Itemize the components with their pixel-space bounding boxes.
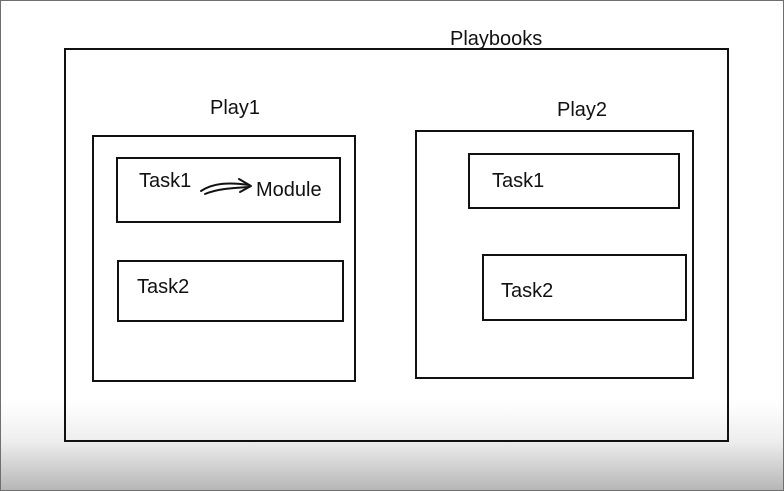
- play1-task2-box: [117, 260, 344, 322]
- play1-title: Play1: [210, 97, 261, 119]
- play2-task1-box: [468, 153, 680, 209]
- playbooks-title: Playbooks: [450, 28, 543, 50]
- play1-task1-label: Task1: [139, 170, 192, 192]
- play2-task2-label: Task2: [501, 280, 554, 302]
- play2-title: Play2: [557, 99, 608, 121]
- play2-box: [415, 130, 694, 379]
- playbooks-box: [64, 48, 729, 442]
- play1-task1-box: [116, 157, 341, 223]
- play1-module-label: Module: [256, 179, 322, 201]
- arrow-icon: [200, 178, 252, 195]
- play2-task2-box: [482, 254, 687, 321]
- play2-task1-label: Task1: [492, 170, 545, 192]
- play1-box: [92, 135, 356, 382]
- play1-task2-label: Task2: [137, 276, 190, 298]
